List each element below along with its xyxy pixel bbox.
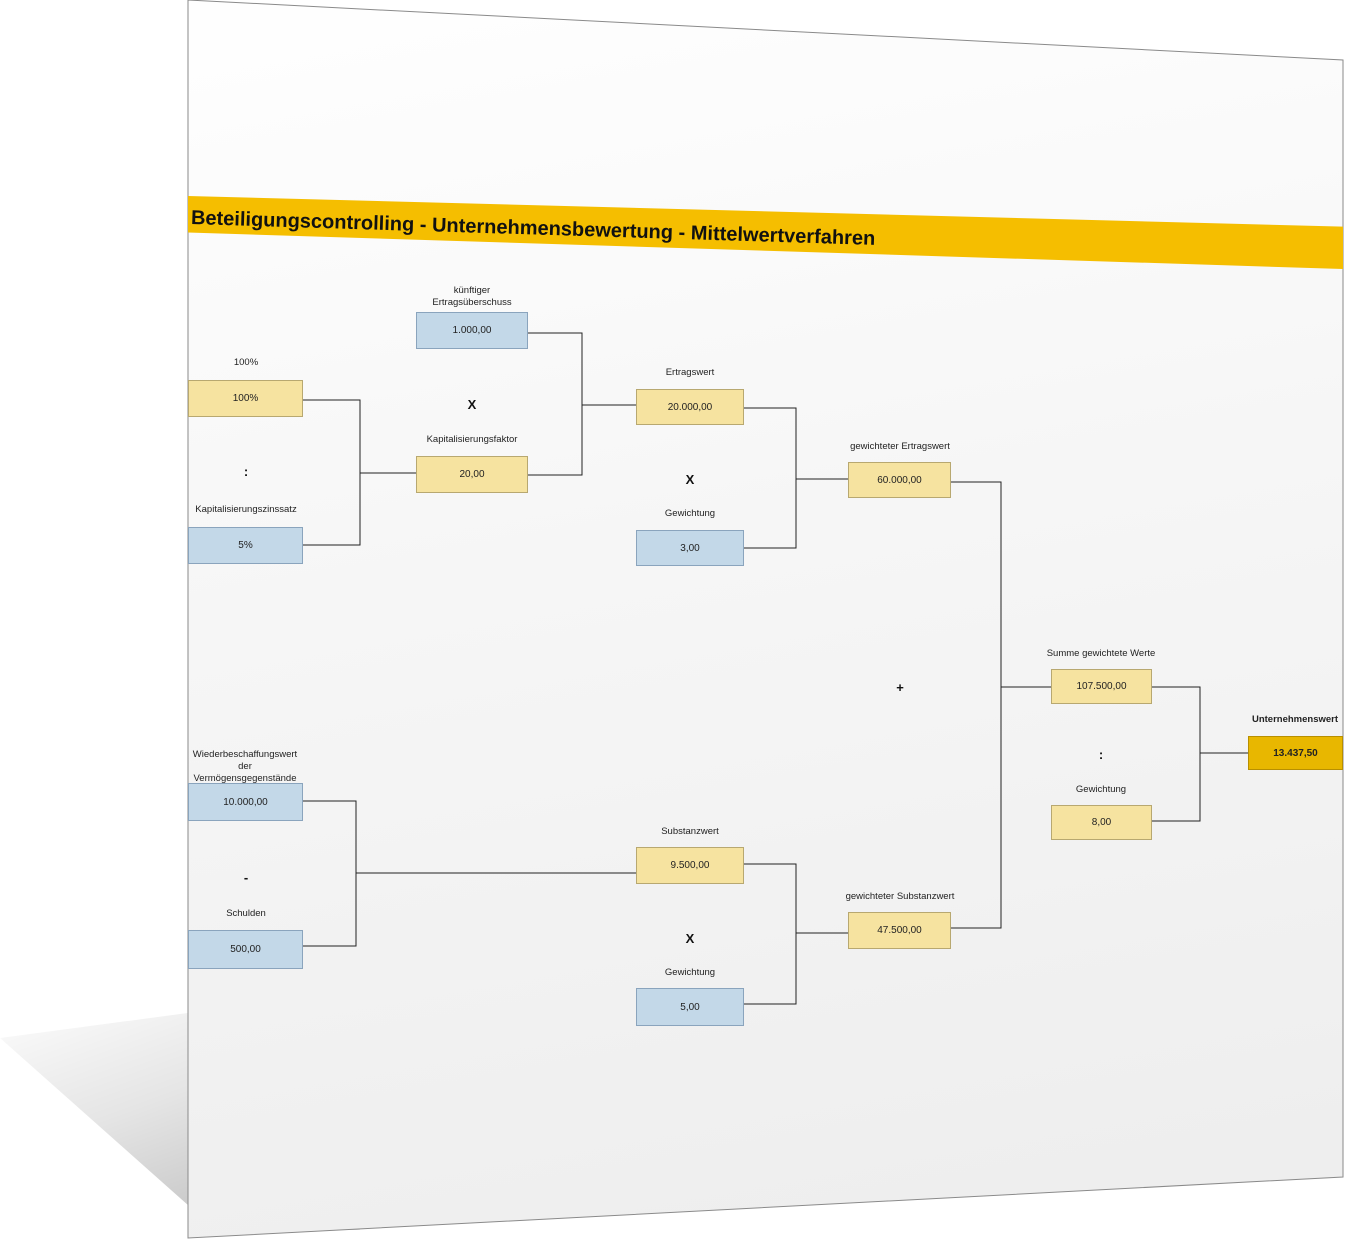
unternehmenswert-value: 13.437,50 xyxy=(1273,747,1318,759)
gewichtung-gesamt-box: 8,00 xyxy=(1051,805,1152,840)
percent100-box: 100% xyxy=(188,380,303,417)
gewichteter-substanzwert-box: 47.500,00 xyxy=(848,912,951,949)
ertragswert-value: 20.000,00 xyxy=(667,401,713,413)
wiederbeschaffungswert-value: 10.000,00 xyxy=(223,796,268,808)
wiederbeschaffungswert-label-line3: Vermögensgegenstände xyxy=(193,772,297,784)
gewichteter-substanzwert-label: gewichteter Substanzwert xyxy=(845,891,955,902)
wiederbeschaffungswert-box: 10.000,00 xyxy=(188,783,303,821)
unternehmenswert-label: Unternehmenswert xyxy=(1251,714,1339,725)
divide-operator: : xyxy=(1098,747,1104,762)
gewichtung-ertrag-box: 3,00 xyxy=(636,530,744,566)
kapitalisierungszinssatz-value: 5% xyxy=(238,540,253,551)
gewichtung-gesamt-label: Gewichtung xyxy=(1075,784,1127,795)
gewichtung-gesamt-value: 8,00 xyxy=(1091,817,1112,828)
minus-operator: - xyxy=(243,870,249,885)
ertragsueberschuss-label-line1: künftiger xyxy=(453,285,491,296)
kapitalisierungszinssatz-box: 5% xyxy=(188,527,303,564)
kapitalisierungszinssatz-label: Kapitalisierungszinssatz xyxy=(195,504,297,515)
plus-operator: + xyxy=(896,680,904,695)
multiply-operator: X xyxy=(685,931,695,946)
wiederbeschaffungswert-label-line1: Wiederbeschaffungswert xyxy=(192,749,298,760)
ertragsueberschuss-box: 1.000,00 xyxy=(416,312,528,349)
schulden-value: 500,00 xyxy=(230,944,261,955)
divide-operator: : xyxy=(243,464,249,479)
summe-gewichtete-werte-value: 107.500,00 xyxy=(1076,681,1127,692)
unternehmenswert-box: 13.437,50 xyxy=(1248,736,1343,770)
substanzwert-label: Substanzwert xyxy=(661,826,719,837)
schulden-label: Schulden xyxy=(226,908,266,919)
gewichtung-ertrag-label: Gewichtung xyxy=(664,508,716,519)
kapitalisierungsfaktor-label: Kapitalisierungsfaktor xyxy=(426,434,518,445)
summe-gewichtete-werte-box: 107.500,00 xyxy=(1051,669,1152,704)
gewichteter-ertragswert-label: gewichteter Ertragswert xyxy=(850,441,950,452)
multiply-operator: X xyxy=(467,397,477,412)
gewichtung-ertrag-value: 3,00 xyxy=(680,542,700,554)
multiply-operator: X xyxy=(685,472,695,487)
gewichtung-substanz-box: 5,00 xyxy=(636,988,744,1026)
ertragswert-label: Ertragswert xyxy=(665,367,715,378)
gewichtung-substanz-value: 5,00 xyxy=(680,1001,700,1013)
ertragsueberschuss-label: künftiger Ertragsüberschuss xyxy=(432,285,511,309)
ertragsueberschuss-value: 1.000,00 xyxy=(452,325,492,336)
summe-gewichtete-werte-label: Summe gewichtete Werte xyxy=(1046,648,1156,659)
substanzwert-box: 9.500,00 xyxy=(636,847,744,884)
gewichteter-ertragswert-box: 60.000,00 xyxy=(848,462,951,498)
ertragswert-box: 20.000,00 xyxy=(636,389,744,425)
ertragsueberschuss-label-line2: Ertragsüberschuss xyxy=(432,296,512,308)
schulden-box: 500,00 xyxy=(188,930,303,969)
wiederbeschaffungswert-label-line2: der xyxy=(238,760,252,772)
gewichteter-ertragswert-value: 60.000,00 xyxy=(877,474,922,486)
percent100-label: 100% xyxy=(233,357,259,368)
gewichtung-substanz-label: Gewichtung xyxy=(664,967,716,978)
gewichteter-substanzwert-value: 47.500,00 xyxy=(877,925,922,936)
kapitalisierungsfaktor-value: 20,00 xyxy=(459,469,485,480)
wiederbeschaffungswert-label: Wiederbeschaffungswert der Vermögensgege… xyxy=(193,749,297,785)
kapitalisierungsfaktor-box: 20,00 xyxy=(416,456,528,493)
percent100-value: 100% xyxy=(232,393,259,404)
substanzwert-value: 9.500,00 xyxy=(670,860,710,871)
